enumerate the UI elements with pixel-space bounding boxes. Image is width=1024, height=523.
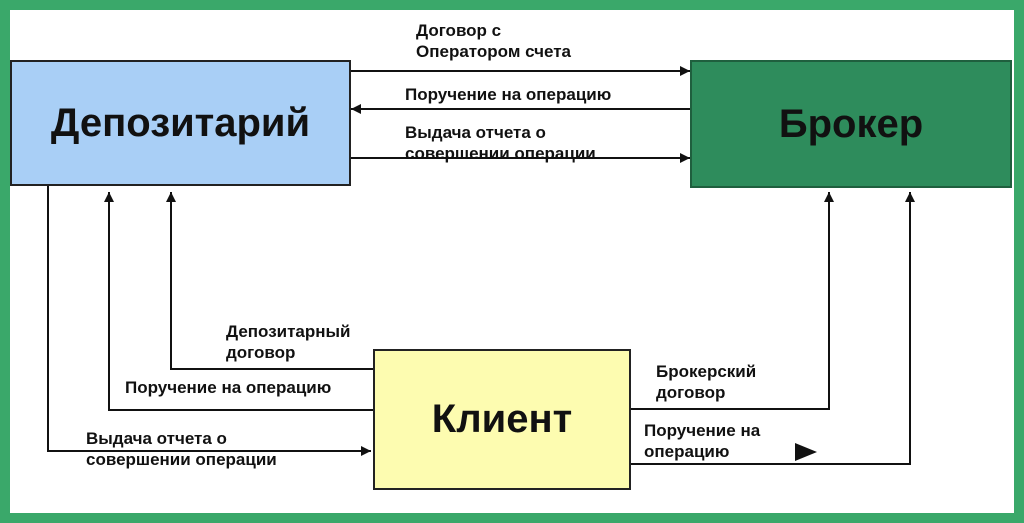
- label-brokerage-contract: Брокерский договор: [656, 362, 757, 402]
- arrow-report-to-client: [47, 186, 371, 456]
- label-top-report: Выдача отчета о совершении операции: [405, 123, 596, 163]
- label-depository-contract: Депозитарный договор: [226, 322, 351, 362]
- client-label: Клиент: [431, 397, 573, 441]
- depository-node: Депозитарий: [10, 60, 351, 186]
- arrow-depository-contract: [166, 192, 373, 370]
- label-report-to-client: Выдача отчета о совершении операции: [86, 429, 277, 469]
- client-node: Клиент: [373, 349, 631, 490]
- label-client-order-depository: Поручение на операцию: [125, 378, 332, 397]
- arrowhead-decoration: [795, 443, 817, 461]
- broker-node: Брокер: [690, 60, 1012, 188]
- arrow-client-order-to-depository: [104, 192, 373, 411]
- label-top-order: Поручение на операцию: [405, 85, 612, 104]
- depository-label: Депозитарий: [50, 100, 311, 145]
- arrow-brokerage-contract: [631, 192, 834, 410]
- label-client-order-broker: Поручение на операцию: [644, 421, 761, 461]
- arrow-client-order-to-broker: [631, 192, 915, 465]
- broker-label: Брокер: [778, 101, 924, 146]
- label-top-contract: Договор с Оператором счета: [416, 21, 572, 61]
